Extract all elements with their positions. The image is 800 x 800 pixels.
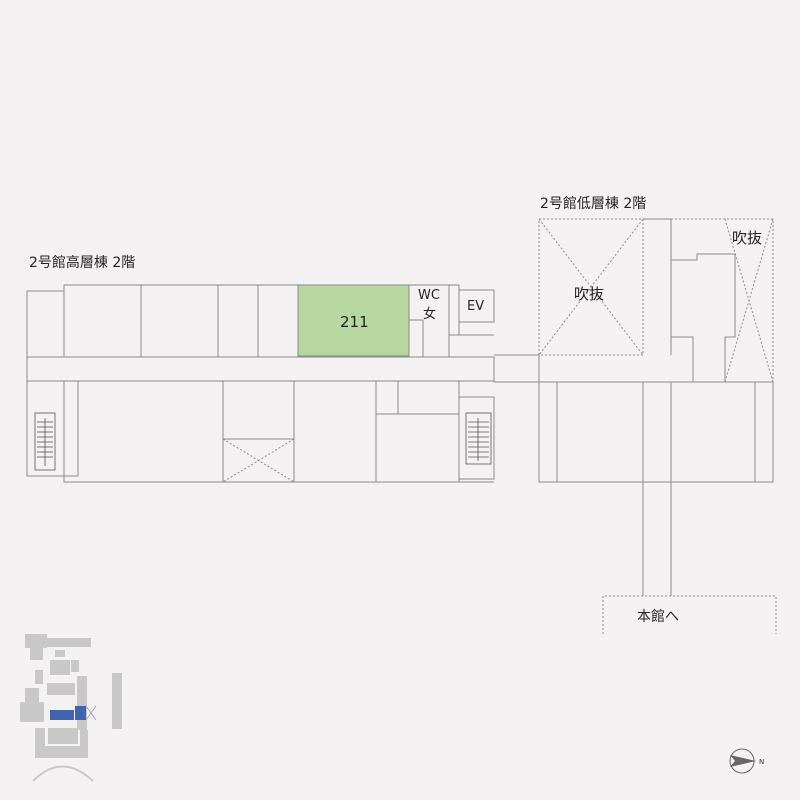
wing-south-wall [27, 475, 494, 483]
low-wing-label: 2号館低層棟 2階 [540, 196, 647, 212]
room-south-4[interactable] [375, 380, 460, 483]
high-wing-label: 2号館高層棟 2階 [29, 255, 136, 271]
elevator[interactable] [458, 289, 495, 323]
corridor-north-wall [27, 356, 495, 382]
room-211-label: 211 [340, 313, 369, 331]
room-west-end [26, 290, 65, 358]
low-wing-south[interactable] [538, 381, 774, 483]
restroom-label-women: 女 [423, 307, 437, 322]
stairs-east [465, 412, 492, 465]
elevator-label: EV [467, 299, 485, 314]
room-north-2[interactable] [140, 284, 219, 358]
room-north-4[interactable] [257, 284, 299, 358]
atrium-west-label: 吹抜 [574, 285, 605, 303]
atrium-west [538, 218, 644, 356]
atrium-east-label: 吹抜 [732, 229, 763, 247]
stairs-west [34, 412, 56, 471]
main-building-link[interactable] [602, 595, 777, 634]
minimap-current-location [50, 705, 97, 721]
elevator-hall [458, 322, 494, 336]
room-north-1[interactable] [63, 284, 142, 358]
to-main-building-label: 本館へ [637, 609, 679, 625]
restroom-partition [408, 319, 424, 358]
room-north-3[interactable] [217, 284, 259, 358]
duct-space [448, 284, 460, 336]
restroom-label-wc: WC [418, 288, 440, 303]
compass-north-letter: N [759, 758, 764, 766]
room-south-1[interactable] [63, 380, 224, 483]
north-compass-icon: N [729, 748, 764, 774]
room-south-2[interactable] [222, 380, 295, 440]
core-block [671, 253, 736, 382]
stair-hall-east [458, 396, 495, 480]
campus-minimap [20, 634, 122, 782]
room-south-3[interactable] [293, 380, 377, 483]
room-211[interactable] [297, 284, 410, 357]
